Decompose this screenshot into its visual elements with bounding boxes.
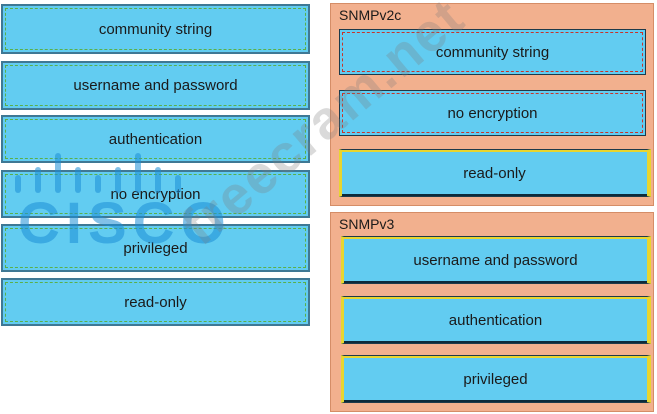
source-item-read-only[interactable]: read-only: [1, 278, 310, 326]
source-item-username-password[interactable]: username and password: [1, 61, 310, 110]
group-title: SNMPv3: [339, 216, 395, 232]
slot-label: authentication: [448, 311, 543, 329]
slot-label: username and password: [413, 251, 578, 269]
source-item-label: username and password: [73, 77, 238, 94]
slot-label: privileged: [463, 370, 528, 388]
source-item-label: community string: [98, 20, 213, 38]
slot-label: no encryption: [447, 104, 538, 122]
drop-slot[interactable]: no encryption: [339, 90, 646, 136]
source-item-label: privileged: [123, 239, 188, 257]
source-item-community-string[interactable]: community string: [1, 4, 310, 54]
drop-slot[interactable]: username and password: [341, 236, 651, 284]
slot-label: community string: [435, 43, 550, 61]
source-item-authentication[interactable]: authentication: [1, 115, 310, 163]
cisco-bridge-logo-icon: [15, 153, 181, 193]
source-item-label: authentication: [108, 130, 203, 148]
drop-slot[interactable]: privileged: [341, 355, 651, 403]
source-item-privileged[interactable]: privileged: [1, 224, 310, 272]
group-title: SNMPv2c: [339, 7, 402, 23]
source-item-label: read-only: [124, 293, 187, 311]
drop-slot[interactable]: authentication: [341, 296, 651, 344]
slot-label: read-only: [463, 164, 526, 182]
drop-slot[interactable]: community string: [339, 29, 646, 75]
target-group-snmpv2c: SNMPv2c community string no encryption r…: [330, 3, 654, 206]
target-group-snmpv3: SNMPv3 username and password authenticat…: [330, 212, 654, 412]
drop-slot[interactable]: read-only: [339, 149, 651, 197]
